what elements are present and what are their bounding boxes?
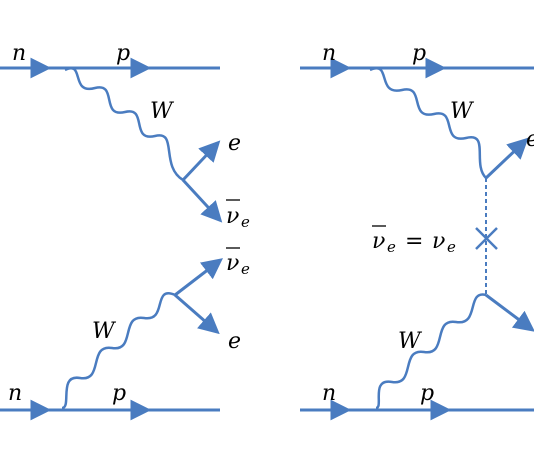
right-lower-w-label: W xyxy=(398,329,423,354)
left-lower-w-boson xyxy=(61,292,176,410)
right-upper-w-boson xyxy=(369,67,487,179)
right-lower-w-boson xyxy=(375,293,487,410)
svg-text:e: e xyxy=(241,213,250,231)
left-upper-antineutrino-line xyxy=(181,178,223,223)
svg-text:ν: ν xyxy=(372,229,385,254)
left-upper-n-label: n xyxy=(12,41,26,66)
svg-text:ν: ν xyxy=(226,251,239,276)
svg-text:ν: ν xyxy=(226,204,239,229)
left-upper-antineutrino-label: ν e xyxy=(226,199,250,231)
right-lower-electron-line xyxy=(485,293,534,332)
left-lower-w-label: W xyxy=(92,319,117,344)
left-upper-w-label: W xyxy=(150,99,175,124)
majorana-relation-label: ν e = ν e xyxy=(372,225,456,256)
right-upper-e-label: e xyxy=(526,127,534,152)
majorana-mass-insertion-cross xyxy=(475,227,498,250)
right-upper-w-label: W xyxy=(450,99,475,124)
right-lower-p-label: p xyxy=(420,381,434,406)
left-upper-electron-line xyxy=(181,140,221,182)
right-diagram: n p W e ν e = ν e W n p xyxy=(300,41,534,421)
left-lower-p-label: p xyxy=(112,381,126,406)
left-lower-n-label: n xyxy=(8,381,22,406)
left-lower-electron-line xyxy=(174,293,220,335)
right-upper-p-label: p xyxy=(412,41,426,66)
right-upper-n-label: n xyxy=(322,41,336,66)
left-upper-p-label: p xyxy=(116,41,130,66)
left-diagram: n p W e ν e ν e e W n p xyxy=(0,41,250,421)
left-lower-e-label: e xyxy=(228,329,241,354)
svg-text:=: = xyxy=(405,229,423,254)
left-upper-e-label: e xyxy=(228,131,241,156)
svg-text:ν: ν xyxy=(432,229,445,254)
left-lower-antineutrino-line xyxy=(174,258,223,297)
left-upper-w-boson xyxy=(64,67,184,182)
svg-text:e: e xyxy=(241,260,250,278)
right-upper-electron-line xyxy=(484,137,529,180)
left-lower-antineutrino-label: ν e xyxy=(226,247,250,278)
svg-text:e: e xyxy=(447,238,456,256)
right-lower-n-label: n xyxy=(322,381,336,406)
svg-text:e: e xyxy=(387,238,396,256)
